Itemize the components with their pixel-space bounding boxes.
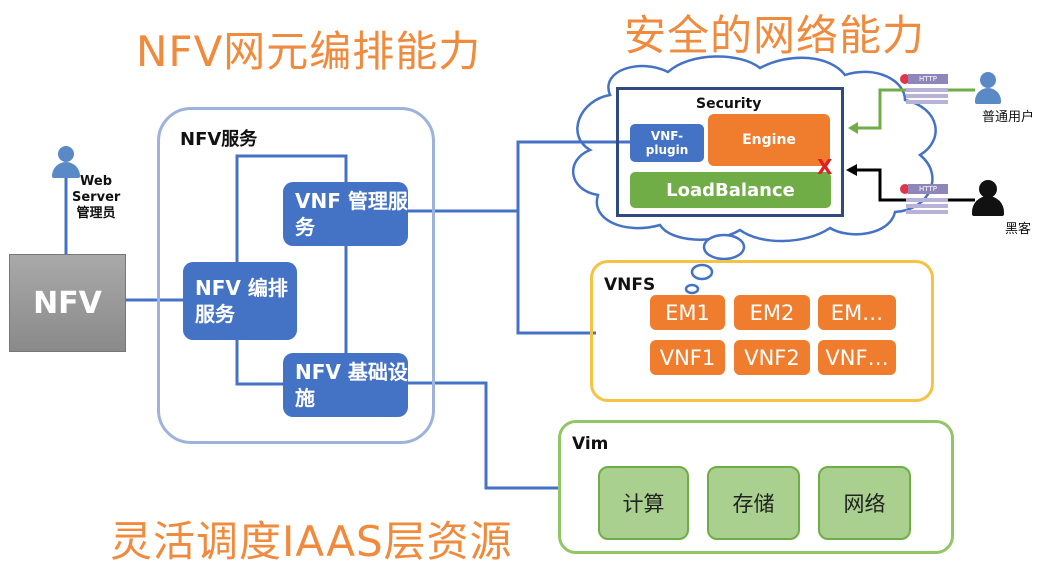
vnf-plugin[interactable]: VNF- plugin xyxy=(630,124,704,162)
security-title: Security xyxy=(696,96,762,112)
http-request-icon-normal: HTTP xyxy=(900,72,948,106)
vnfs-item-vnf-more[interactable]: VNF… xyxy=(818,340,896,375)
vnf-management-service[interactable]: VNF 管理服务 xyxy=(283,182,408,246)
vnfs-item-em-more[interactable]: EM… xyxy=(818,295,896,330)
normal-user-icon xyxy=(975,72,1001,104)
engine-box[interactable]: Engine xyxy=(708,114,830,166)
vim-compute[interactable]: 计算 xyxy=(598,466,689,540)
title-iaas-scheduling: 灵活调度IAAS层资源 xyxy=(110,517,513,566)
thought-bubble-medium xyxy=(690,263,714,281)
vim-container xyxy=(558,420,954,554)
thought-bubble-large xyxy=(702,233,746,261)
vnfs-item-em1[interactable]: EM1 xyxy=(650,295,725,330)
security-box xyxy=(616,87,844,217)
vnfs-item-em2[interactable]: EM2 xyxy=(734,295,810,330)
nfv-infrastructure[interactable]: NFV 基础设施 xyxy=(283,353,408,417)
nfv-service-container xyxy=(157,107,435,444)
blocked-mark: X xyxy=(817,155,833,179)
vnfs-item-vnf2[interactable]: VNF2 xyxy=(734,340,810,375)
nfv-service-title: NFV服务 xyxy=(180,129,258,150)
admin-label: Web Server 管理员 xyxy=(72,174,121,221)
normal-user-label: 普通用户 xyxy=(981,110,1034,125)
hacker-label: 黑客 xyxy=(1004,222,1031,237)
vnfs-item-vnf1[interactable]: VNF1 xyxy=(650,340,725,375)
vim-title: Vim xyxy=(572,434,609,454)
loadbalance-box[interactable]: LoadBalance xyxy=(630,172,831,208)
admin-user-icon xyxy=(52,146,80,178)
vnfs-title: VNFS xyxy=(604,275,656,295)
hacker-icon xyxy=(972,180,1004,216)
nfv-box[interactable]: NFV xyxy=(9,254,126,352)
http-request-icon-hacker: HTTP xyxy=(900,182,948,216)
title-secure-network: 安全的网络能力 xyxy=(624,11,926,60)
vim-network[interactable]: 网络 xyxy=(818,466,911,540)
nfv-orchestration-service[interactable]: NFV 编排服务 xyxy=(183,262,297,340)
vim-storage[interactable]: 存储 xyxy=(707,466,800,540)
vnfs-container xyxy=(590,260,934,402)
title-nfv-orchestration: NFV网元编排能力 xyxy=(136,27,482,76)
thought-bubble-small xyxy=(684,283,700,295)
